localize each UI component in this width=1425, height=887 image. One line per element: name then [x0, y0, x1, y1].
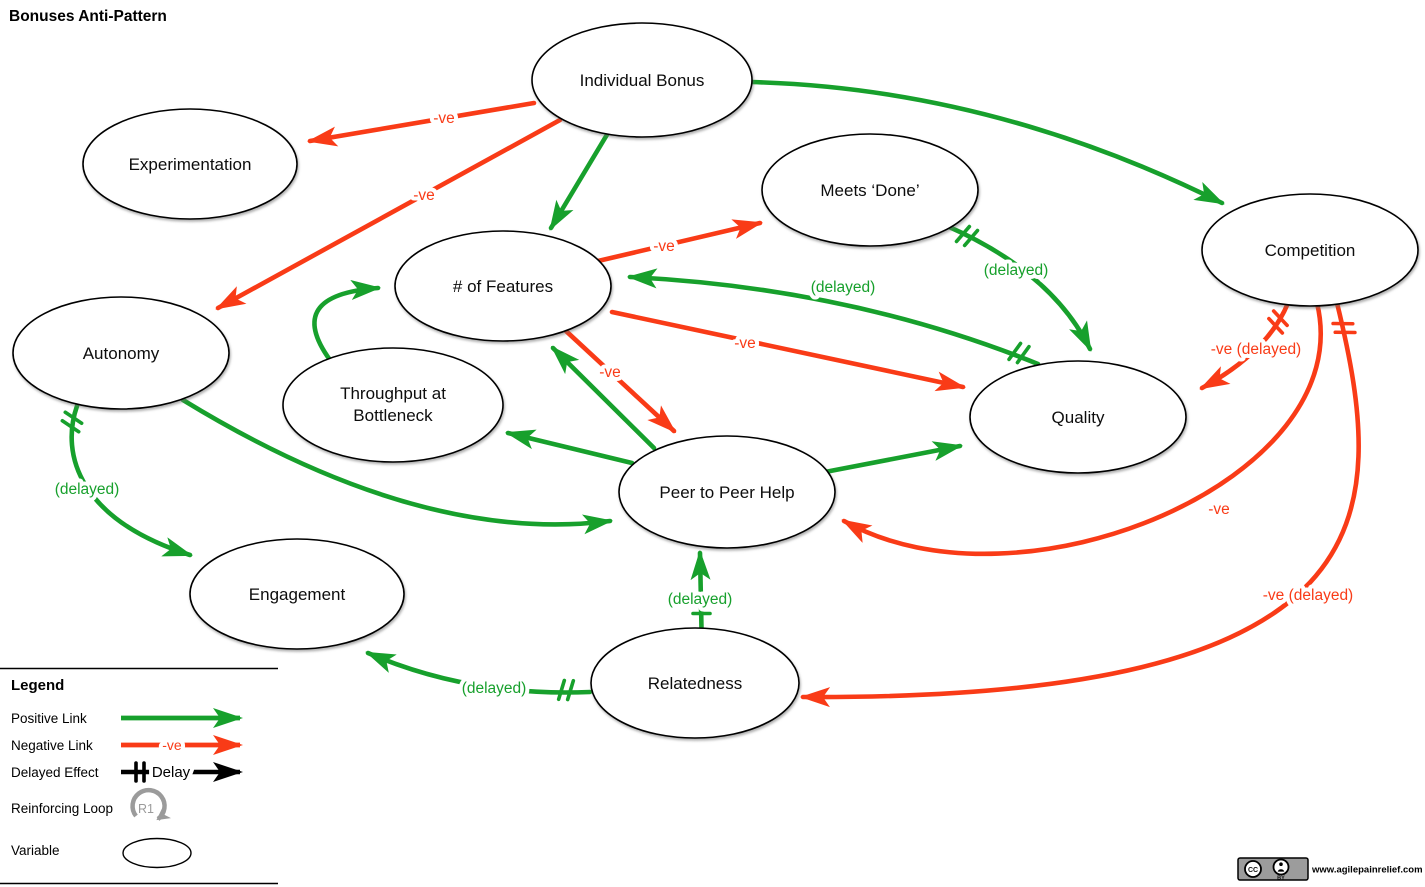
node-label: Relatedness	[648, 674, 743, 693]
node-meets-done: Meets ‘Done’	[761, 133, 979, 247]
legend-delay-word: Delay	[152, 764, 191, 781]
person-head-icon	[1279, 862, 1283, 866]
node-label: Individual Bonus	[580, 71, 705, 90]
cc-logo-text: CC	[1248, 867, 1258, 874]
edge-label-competition-relatedness: -ve (delayed)	[1263, 587, 1353, 604]
edge-individual-bonus-to-num-features	[548, 125, 614, 231]
edge-label-relatedness-peer-help: (delayed)	[668, 591, 733, 608]
delay-mark-competition-quality	[1267, 309, 1289, 335]
edge-label-ib-experimentation: -ve	[433, 110, 455, 127]
edge-peer-help-to-throughput	[505, 429, 635, 466]
node-label: Peer to Peer Help	[659, 483, 794, 502]
edge-label-competition-quality: -ve (delayed)	[1211, 341, 1301, 358]
person-body-icon	[1277, 869, 1285, 872]
reinforcing-loop-icon	[130, 787, 172, 821]
edge-label-features-meets-done: -ve	[653, 238, 675, 255]
edge-label-autonomy-engagement: (delayed)	[55, 481, 120, 498]
edge-label-features-quality: -ve	[734, 335, 756, 352]
legend-variable-label: Variable	[11, 843, 60, 858]
node-ellipse	[282, 347, 504, 463]
cc-badge: CC BY www.agilepainrelief.com	[1237, 857, 1423, 882]
edge-label-ib-autonomy: -ve	[413, 187, 435, 204]
delay-mark-autonomy-engagement	[60, 410, 84, 434]
node-relatedness: Relatedness	[590, 627, 800, 739]
node-label: # of Features	[453, 277, 553, 296]
edge-peer-help-to-num-features	[550, 345, 657, 451]
edge-label-relatedness-engagement: (delayed)	[462, 680, 527, 697]
edge-individual-bonus-to-autonomy	[215, 117, 563, 311]
edge-individual-bonus-to-competition	[747, 79, 1225, 206]
node-ellipse	[761, 133, 979, 247]
edge-label-meets-done-quality: (delayed)	[984, 262, 1049, 279]
delay-mark-competition-relatedness	[1331, 321, 1357, 335]
delay-mark-relatedness-engagement	[556, 678, 576, 702]
node-ellipse	[82, 108, 298, 220]
edge-quality-to-num-features	[627, 268, 1041, 367]
node-ellipse	[618, 435, 836, 549]
edge-num-features-to-quality	[609, 309, 966, 392]
edge-competition-to-quality	[1199, 300, 1291, 391]
edge-num-features-to-peer-help	[563, 328, 677, 434]
edge-meets-done-to-quality	[944, 223, 1093, 352]
node-ellipse	[590, 627, 800, 739]
node-ellipse	[189, 538, 405, 650]
node-label: Autonomy	[83, 344, 160, 363]
node-label: Experimentation	[129, 155, 252, 174]
node-label: Quality	[1052, 408, 1105, 427]
page-title: Bonuses Anti-Pattern	[9, 8, 167, 25]
edge-individual-bonus-to-experimentation	[307, 100, 537, 147]
node-ellipse	[12, 296, 230, 410]
node-ellipse	[531, 22, 753, 138]
node-label: Engagement	[249, 585, 346, 604]
edge-autonomy-to-peer-help	[180, 397, 613, 535]
edge-autonomy-to-engagement	[69, 403, 193, 558]
loop-badge: R1	[138, 802, 154, 816]
attribution-person-icon	[1272, 858, 1290, 876]
node-ellipse	[969, 360, 1187, 474]
website-text: www.agilepainrelief.com	[1311, 865, 1423, 876]
cc-by-text: BY	[1277, 876, 1285, 882]
node-label: Meets ‘Done’	[820, 181, 919, 200]
node-autonomy: Autonomy	[12, 296, 230, 410]
delay-bars-icon	[134, 761, 146, 783]
edge-competition-to-peer-help	[841, 300, 1323, 557]
node-competition: Competition	[1201, 193, 1419, 307]
legend: Legend Positive Link Negative Link -ve D…	[0, 667, 278, 885]
legend-delayed-label: Delayed Effect	[11, 765, 99, 780]
node-quality: Quality	[969, 360, 1187, 474]
legend-negative-label: Negative Link	[11, 738, 93, 753]
legend-reinforcing-label: Reinforcing Loop	[11, 801, 113, 816]
edge-num-features-to-meets-done	[595, 219, 763, 264]
delay-mark-meets-done-quality	[954, 224, 980, 248]
variable-ellipse-icon	[122, 837, 192, 869]
edge-label-quality-features: (delayed)	[811, 279, 876, 296]
delay-marks-layer	[60, 224, 1357, 702]
edge-throughput-to-num-features	[312, 280, 381, 363]
legend-title: Legend	[11, 677, 64, 694]
node-engagement: Engagement	[189, 538, 405, 650]
legend-negative-symbol: -ve	[162, 737, 182, 753]
edge-labels-layer: -ve -ve -ve (delayed) (delayed) -ve -ve …	[51, 106, 1358, 701]
node-num-features: # of Features	[394, 230, 612, 342]
cc-logo-icon	[1244, 860, 1262, 878]
node-ellipse	[394, 230, 612, 342]
edge-label-competition-peer-help: -ve	[1208, 501, 1230, 518]
legend-positive-label: Positive Link	[11, 711, 87, 726]
edge-relatedness-to-peer-help	[690, 550, 711, 632]
node-experimentation: Experimentation	[82, 108, 298, 220]
edge-label-features-peer-help: -ve	[599, 364, 621, 381]
node-ellipse	[1201, 193, 1419, 307]
delay-mark-quality-num-features	[1007, 341, 1031, 365]
edge-peer-help-to-quality	[822, 441, 963, 475]
node-individual-bonus: Individual Bonus	[531, 22, 753, 138]
edge-competition-to-relatedness	[800, 300, 1361, 708]
nodes-layer: Individual Bonus Experimentation Meets ‘…	[12, 22, 1419, 739]
node-label: Competition	[1265, 241, 1356, 260]
node-peer-to-peer-help: Peer to Peer Help	[618, 435, 836, 549]
